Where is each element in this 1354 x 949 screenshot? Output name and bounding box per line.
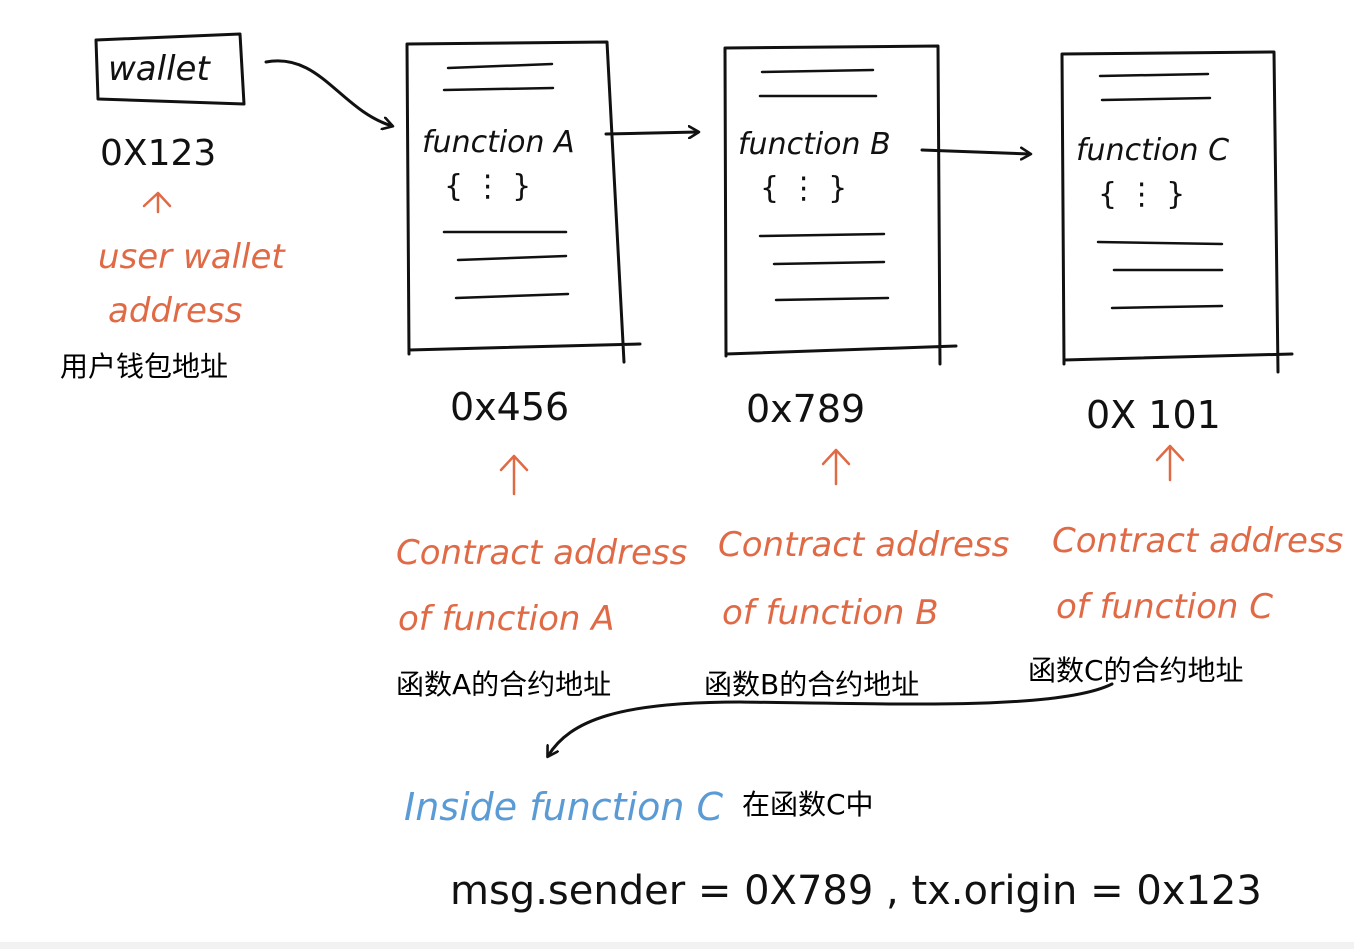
- contract-b-lines-bottom: [758, 232, 890, 302]
- contract-a: function A { ⋮ } 0x456 Contract address …: [396, 40, 687, 701]
- contract-b-box: [723, 44, 958, 366]
- contract-b-lines-top: [758, 68, 878, 98]
- contract-c-box: [1060, 50, 1294, 374]
- contract-b-up-arrow: [821, 448, 851, 486]
- contract-c-note-line1: Contract address: [1052, 521, 1343, 561]
- arrow-wallet-to-a: [264, 59, 392, 126]
- contract-c-function: function C: [1076, 133, 1229, 168]
- contract-b-address: 0x789: [746, 387, 865, 431]
- wallet-up-arrow: [142, 191, 172, 214]
- wallet-label: wallet: [108, 49, 211, 89]
- contract-a-cn-label: 函数A的合约地址: [396, 668, 611, 701]
- wallet-note-line1: user wallet: [98, 237, 286, 277]
- contract-b-cn-label: 函数B的合约地址: [704, 668, 919, 701]
- contract-a-lines-bottom: [442, 230, 570, 300]
- contract-a-function: function A: [422, 125, 575, 160]
- arrow-c-to-inside: [548, 682, 1114, 756]
- contract-c-up-arrow: [1155, 444, 1185, 482]
- bottom-strip: [0, 942, 1354, 949]
- inside-cn-label: 在函数C中: [742, 788, 874, 821]
- contract-c-note-line2: of function C: [1056, 587, 1273, 627]
- contract-a-braces: { ⋮ }: [444, 169, 531, 204]
- contract-a-box: [405, 40, 642, 364]
- contract-b: function B { ⋮ } 0x789 Contract address …: [704, 44, 1009, 701]
- contract-a-note-line1: Contract address: [396, 533, 687, 573]
- contract-b-note-line1: Contract address: [718, 525, 1009, 565]
- arrow-a-to-b: [604, 132, 698, 134]
- contract-b-braces: { ⋮ }: [760, 171, 847, 206]
- contract-a-lines-top: [442, 62, 555, 92]
- contract-c-lines-bottom: [1096, 240, 1224, 310]
- contract-a-note-line2: of function A: [398, 599, 615, 639]
- contract-c-lines-top: [1098, 72, 1212, 102]
- contract-c-cn-label: 函数C的合约地址: [1028, 654, 1244, 687]
- contract-a-address: 0x456: [450, 385, 569, 429]
- contract-a-up-arrow: [499, 454, 529, 496]
- arrow-b-to-c: [920, 150, 1030, 154]
- wallet-address: 0X123: [100, 133, 216, 174]
- contract-c-braces: { ⋮ }: [1098, 177, 1185, 212]
- contract-c-address: 0X 101: [1086, 393, 1221, 437]
- inside-label: Inside function C: [404, 785, 724, 829]
- contract-c: function C { ⋮ } 0X 101 Contract address…: [1028, 50, 1343, 687]
- wallet-box: [94, 32, 246, 106]
- contract-b-function: function B: [738, 127, 891, 162]
- wallet-cn-label: 用户钱包地址: [60, 350, 228, 383]
- inside-group: Inside function C 在函数C中: [404, 785, 874, 829]
- contract-b-note-line2: of function B: [722, 593, 939, 633]
- result-text: msg.sender = 0X789 , tx.origin = 0x123: [450, 868, 1262, 914]
- wallet-note-line2: address: [108, 291, 242, 331]
- wallet-group: wallet 0X123 user wallet address 用户钱包地址: [60, 32, 286, 383]
